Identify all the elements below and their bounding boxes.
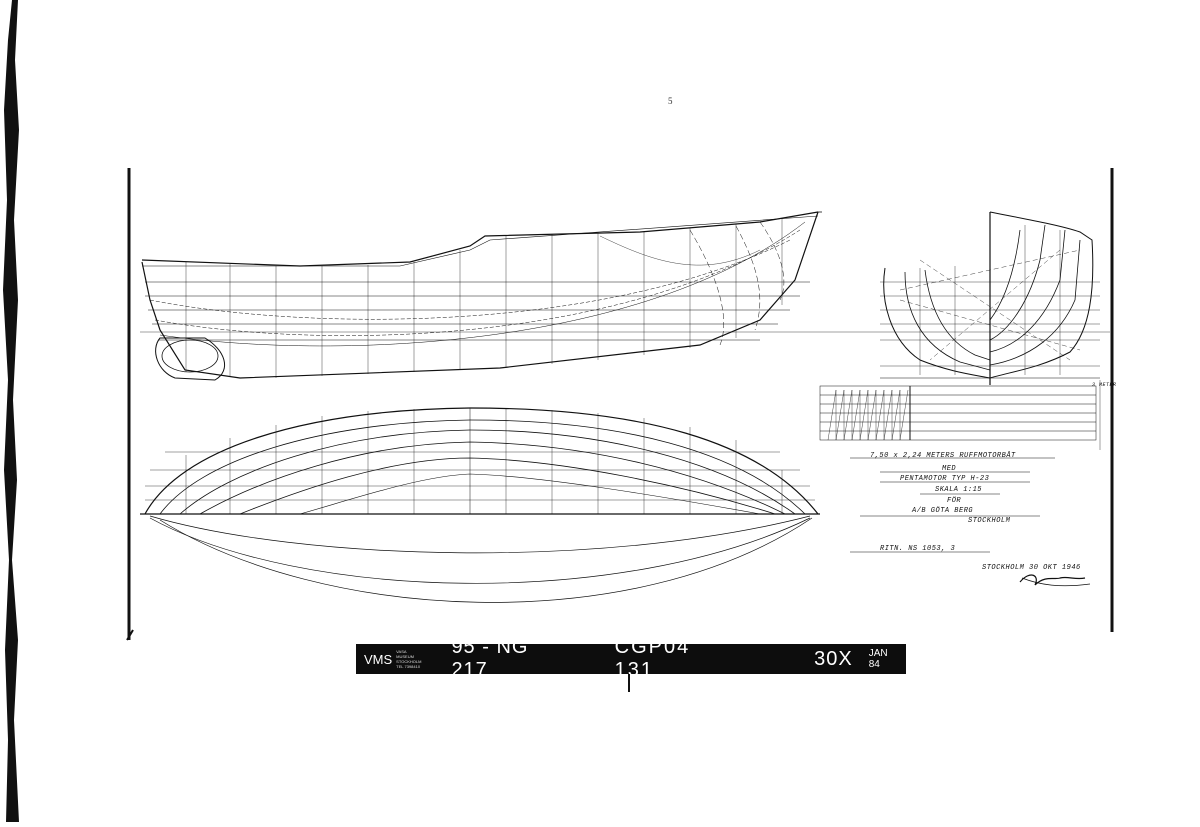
signature-icon	[1019, 574, 1091, 587]
film-code-1: 95 - NG 217	[451, 636, 529, 681]
film-code-2: CGP04 131	[614, 636, 691, 681]
title-line-6: A/B GÖTA BERG	[912, 507, 974, 515]
title-underlines	[850, 457, 1055, 553]
title-line-7: STOCKHOLM	[968, 517, 1011, 525]
body-plan	[880, 211, 1101, 450]
film-tick-mark	[628, 674, 630, 692]
page-number: 5	[668, 96, 673, 106]
film-vms-small: VASA MUSEUM STOCKHOLM TEL 7398410	[396, 649, 422, 669]
scan-edge	[0, 0, 20, 822]
drawing-number: RITN. NS 1053, 3	[880, 545, 956, 553]
scan-edge-shape	[3, 0, 19, 822]
diagonals-plan	[149, 515, 813, 603]
film-date: JAN 84	[868, 648, 888, 670]
film-code-3: 30X	[814, 647, 853, 670]
title-line-3: PENTAMOTOR TYP H-23	[900, 475, 990, 483]
film-vms: VMS	[364, 651, 393, 667]
place-date: STOCKHOLM 30 OKT 1946	[982, 564, 1081, 572]
offset-table	[819, 385, 1097, 441]
title-line-5: FÖR	[947, 497, 962, 505]
title-line-4: SKALA 1:15	[935, 486, 983, 494]
title-line-2: MED	[942, 465, 957, 473]
profile-view	[140, 211, 1110, 381]
half-breadth-plan	[140, 407, 820, 515]
scale-bar-label: 3 METER	[1092, 382, 1117, 388]
title-line-1: 7,50 x 2,24 METERS RUFFMOTORBÅT	[870, 452, 1016, 460]
microfilm-label-strip: VMS VASA MUSEUM STOCKHOLM TEL 7398410 95…	[356, 636, 906, 681]
